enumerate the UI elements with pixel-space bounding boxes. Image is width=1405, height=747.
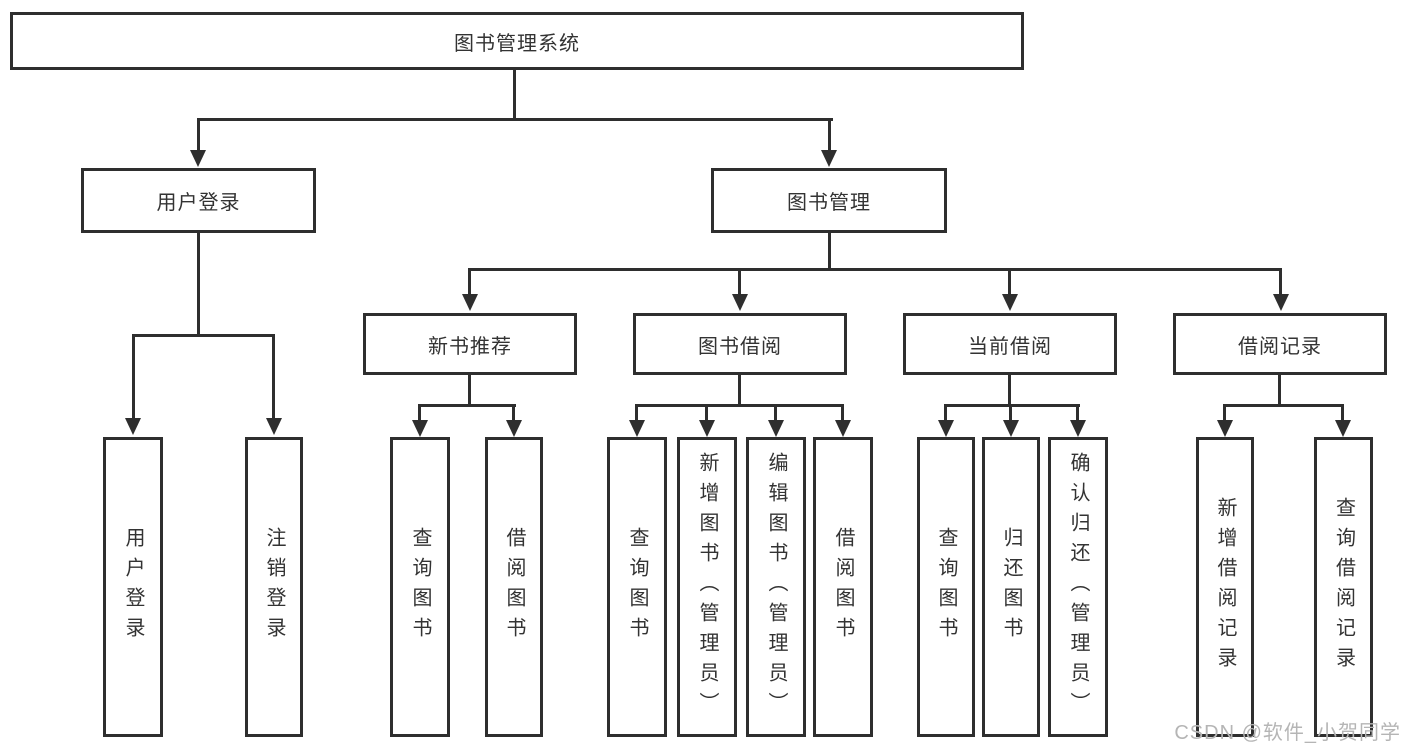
node-current-borrow-label: 当前借阅 xyxy=(968,335,1052,358)
connector-line xyxy=(132,334,275,337)
node-book-management-label: 图书管理 xyxy=(787,192,871,214)
node-book-borrow: 图书借阅 xyxy=(633,313,847,375)
node-br-query-record: 查询借阅记录 xyxy=(1314,437,1373,737)
arrow-down-icon xyxy=(1003,420,1019,437)
node-bb-query-books: 查询图书 xyxy=(607,437,667,737)
connector-line xyxy=(418,404,421,422)
node-cb-return-book-label: 归还图书 xyxy=(1000,527,1022,647)
connector-line xyxy=(1223,404,1226,422)
node-bb-edit-book-admin: 编辑图书（管理员） xyxy=(746,437,806,737)
node-logout: 注销登录 xyxy=(245,437,303,737)
node-borrow-records: 借阅记录 xyxy=(1173,313,1387,375)
arrow-down-icon xyxy=(506,420,522,437)
node-user-login-leaf: 用户登录 xyxy=(103,437,163,737)
node-user-login-label: 用户登录 xyxy=(156,192,241,214)
node-bb-query-books-label: 查询图书 xyxy=(626,527,648,647)
node-root: 图书管理系统 xyxy=(10,12,1024,70)
arrow-down-icon xyxy=(266,418,282,435)
node-bb-borrow-books-label: 借阅图书 xyxy=(832,527,854,647)
node-cb-confirm-return-admin: 确认归还（管理员） xyxy=(1048,437,1108,737)
arrow-down-icon xyxy=(412,420,428,437)
connector-line xyxy=(828,233,831,271)
connector-line xyxy=(197,118,200,152)
connector-line xyxy=(774,404,777,422)
connector-line xyxy=(738,268,741,296)
connector-line xyxy=(512,404,515,422)
arrow-down-icon xyxy=(462,294,478,311)
node-nb-borrow-books: 借阅图书 xyxy=(485,437,543,737)
node-br-query-record-label: 查询借阅记录 xyxy=(1332,497,1355,677)
node-br-add-record-label: 新增借阅记录 xyxy=(1214,497,1236,677)
connector-line xyxy=(944,404,1080,407)
connector-line xyxy=(1008,268,1011,296)
connector-line xyxy=(738,375,741,406)
node-user-login-leaf-label: 用户登录 xyxy=(122,527,144,647)
arrow-down-icon xyxy=(1002,294,1018,311)
node-br-add-record: 新增借阅记录 xyxy=(1196,437,1254,737)
connector-line xyxy=(828,118,831,152)
node-root-label: 图书管理系统 xyxy=(454,32,580,55)
connector-line xyxy=(468,375,471,406)
node-bb-edit-book-admin-label: 编辑图书（管理员） xyxy=(765,452,787,722)
arrow-down-icon xyxy=(699,420,715,437)
node-nb-query-books-label: 查询图书 xyxy=(409,527,431,647)
node-new-book-recommend: 新书推荐 xyxy=(363,313,577,375)
node-user-login: 用户登录 xyxy=(81,168,316,233)
connector-line xyxy=(132,334,135,420)
connector-line xyxy=(197,233,200,337)
connector-line xyxy=(944,404,947,422)
arrow-down-icon xyxy=(1070,420,1086,437)
node-nb-borrow-books-label: 借阅图书 xyxy=(503,527,525,647)
node-cb-query-books: 查询图书 xyxy=(917,437,975,737)
connector-line xyxy=(705,404,708,422)
arrow-down-icon xyxy=(1217,420,1233,437)
arrow-down-icon xyxy=(732,294,748,311)
node-book-management: 图书管理 xyxy=(711,168,947,233)
arrow-down-icon xyxy=(768,420,784,437)
node-cb-return-book: 归还图书 xyxy=(982,437,1040,737)
node-bb-borrow-books: 借阅图书 xyxy=(813,437,873,737)
node-borrow-records-label: 借阅记录 xyxy=(1238,335,1322,358)
node-bb-add-book-admin-label: 新增图书（管理员） xyxy=(696,452,718,722)
node-book-borrow-label: 图书借阅 xyxy=(698,335,782,358)
arrow-down-icon xyxy=(835,420,851,437)
node-logout-label: 注销登录 xyxy=(263,527,285,647)
csdn-watermark: CSDN @软件_小贺同学 xyxy=(1174,722,1401,744)
node-new-book-recommend-label: 新书推荐 xyxy=(428,335,512,358)
connector-line xyxy=(1278,375,1281,406)
connector-line xyxy=(1279,268,1282,296)
connector-line xyxy=(636,404,844,407)
connector-line xyxy=(197,118,833,121)
node-cb-confirm-return-admin-label: 确认归还（管理员） xyxy=(1067,452,1089,722)
node-cb-query-books-label: 查询图书 xyxy=(935,527,957,647)
connector-line xyxy=(418,404,516,407)
connector-line xyxy=(1009,404,1012,422)
arrow-down-icon xyxy=(190,150,206,167)
connector-line xyxy=(1341,404,1344,422)
connector-line xyxy=(468,268,1282,271)
connector-line xyxy=(1223,404,1344,407)
connector-line xyxy=(272,334,275,420)
arrow-down-icon xyxy=(821,150,837,167)
connector-line xyxy=(1076,404,1079,422)
arrow-down-icon xyxy=(1335,420,1351,437)
connector-line xyxy=(841,404,844,422)
arrow-down-icon xyxy=(938,420,954,437)
arrow-down-icon xyxy=(125,418,141,435)
connector-line xyxy=(468,268,471,296)
connector-line xyxy=(635,404,638,422)
node-current-borrow: 当前借阅 xyxy=(903,313,1117,375)
arrow-down-icon xyxy=(629,420,645,437)
connector-line xyxy=(1008,375,1011,406)
node-nb-query-books: 查询图书 xyxy=(390,437,450,737)
connector-line xyxy=(513,70,516,120)
arrow-down-icon xyxy=(1273,294,1289,311)
node-bb-add-book-admin: 新增图书（管理员） xyxy=(677,437,737,737)
